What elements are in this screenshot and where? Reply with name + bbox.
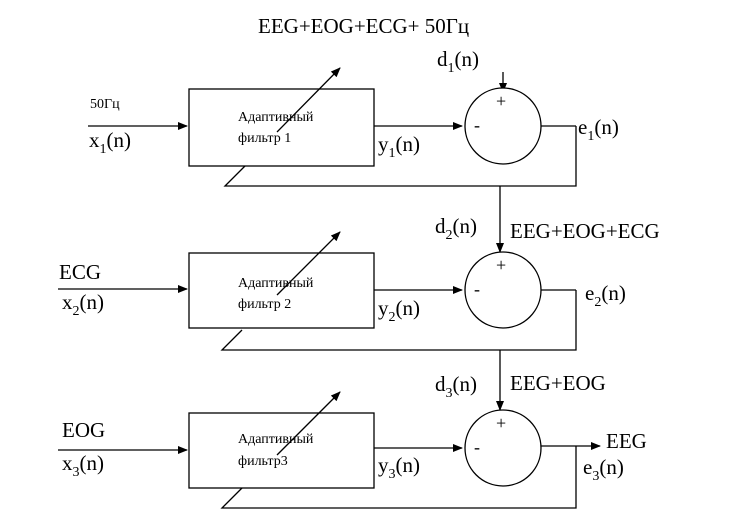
plus-sign-1: +	[496, 91, 506, 111]
output-label-1: y1(n)	[378, 132, 420, 161]
top-signal-label: EEG+EOG+ECG+ 50Гц	[258, 14, 469, 38]
plus-sign-2: +	[496, 255, 506, 275]
filter-label-2-line2: фильтр 2	[238, 297, 291, 312]
filter-label-3-line1: Адаптивный	[238, 432, 314, 447]
minus-sign-2: -	[474, 279, 480, 299]
adapt-arrow-1	[276, 67, 341, 133]
desired-label-3: d3(n)	[435, 372, 477, 401]
filter-label-1-line1: Адаптивный	[238, 110, 314, 125]
minus-sign-3: -	[474, 437, 480, 457]
adapt-arrow-2	[276, 231, 341, 296]
error-label-1: e1(n)	[578, 115, 619, 144]
feedback-line-2	[220, 290, 577, 351]
output-label-3: y3(n)	[378, 453, 420, 482]
filter-label-2-line1: Адаптивный	[238, 276, 314, 291]
ref-label-1: 50Гц	[90, 97, 120, 112]
feedback-line-1	[223, 126, 577, 187]
input-label-3: x3(n)	[62, 451, 104, 480]
final-output-label: EEG	[606, 429, 647, 453]
filter-label-1-line2: фильтр 1	[238, 131, 291, 146]
desired-signal-label-2: EEG+EOG+ECG	[510, 219, 660, 243]
adapt-arrow-3	[276, 391, 341, 456]
ref-label-3: EOG	[62, 418, 105, 442]
stage-3: d3(n) EEG+EOG EOG x3(n) Адаптивный фильт…	[58, 371, 647, 509]
summing-junction-3	[464, 409, 542, 487]
desired-label-1: d1(n)	[437, 47, 479, 76]
ref-label-2: ECG	[59, 260, 101, 284]
stage-2: d2(n) EEG+EOG+ECG ECG x2(n) Адаптивный ф…	[58, 214, 660, 411]
error-label-2: e2(n)	[585, 281, 626, 310]
plus-sign-3: +	[496, 413, 506, 433]
stage-1: 50Гц x1(n) Адаптивный фильтр 1 y1(n) + -…	[88, 47, 619, 253]
input-label-1: x1(n)	[89, 128, 131, 157]
feedback-line-3	[220, 446, 577, 509]
error-label-3: e3(n)	[583, 455, 624, 484]
desired-label-2: d2(n)	[435, 214, 477, 243]
minus-sign-1: -	[474, 115, 480, 135]
input-label-2: x2(n)	[62, 290, 104, 319]
desired-signal-label-3: EEG+EOG	[510, 371, 606, 395]
filter-label-3-line2: фильтр3	[238, 454, 288, 469]
output-label-2: y2(n)	[378, 296, 420, 325]
